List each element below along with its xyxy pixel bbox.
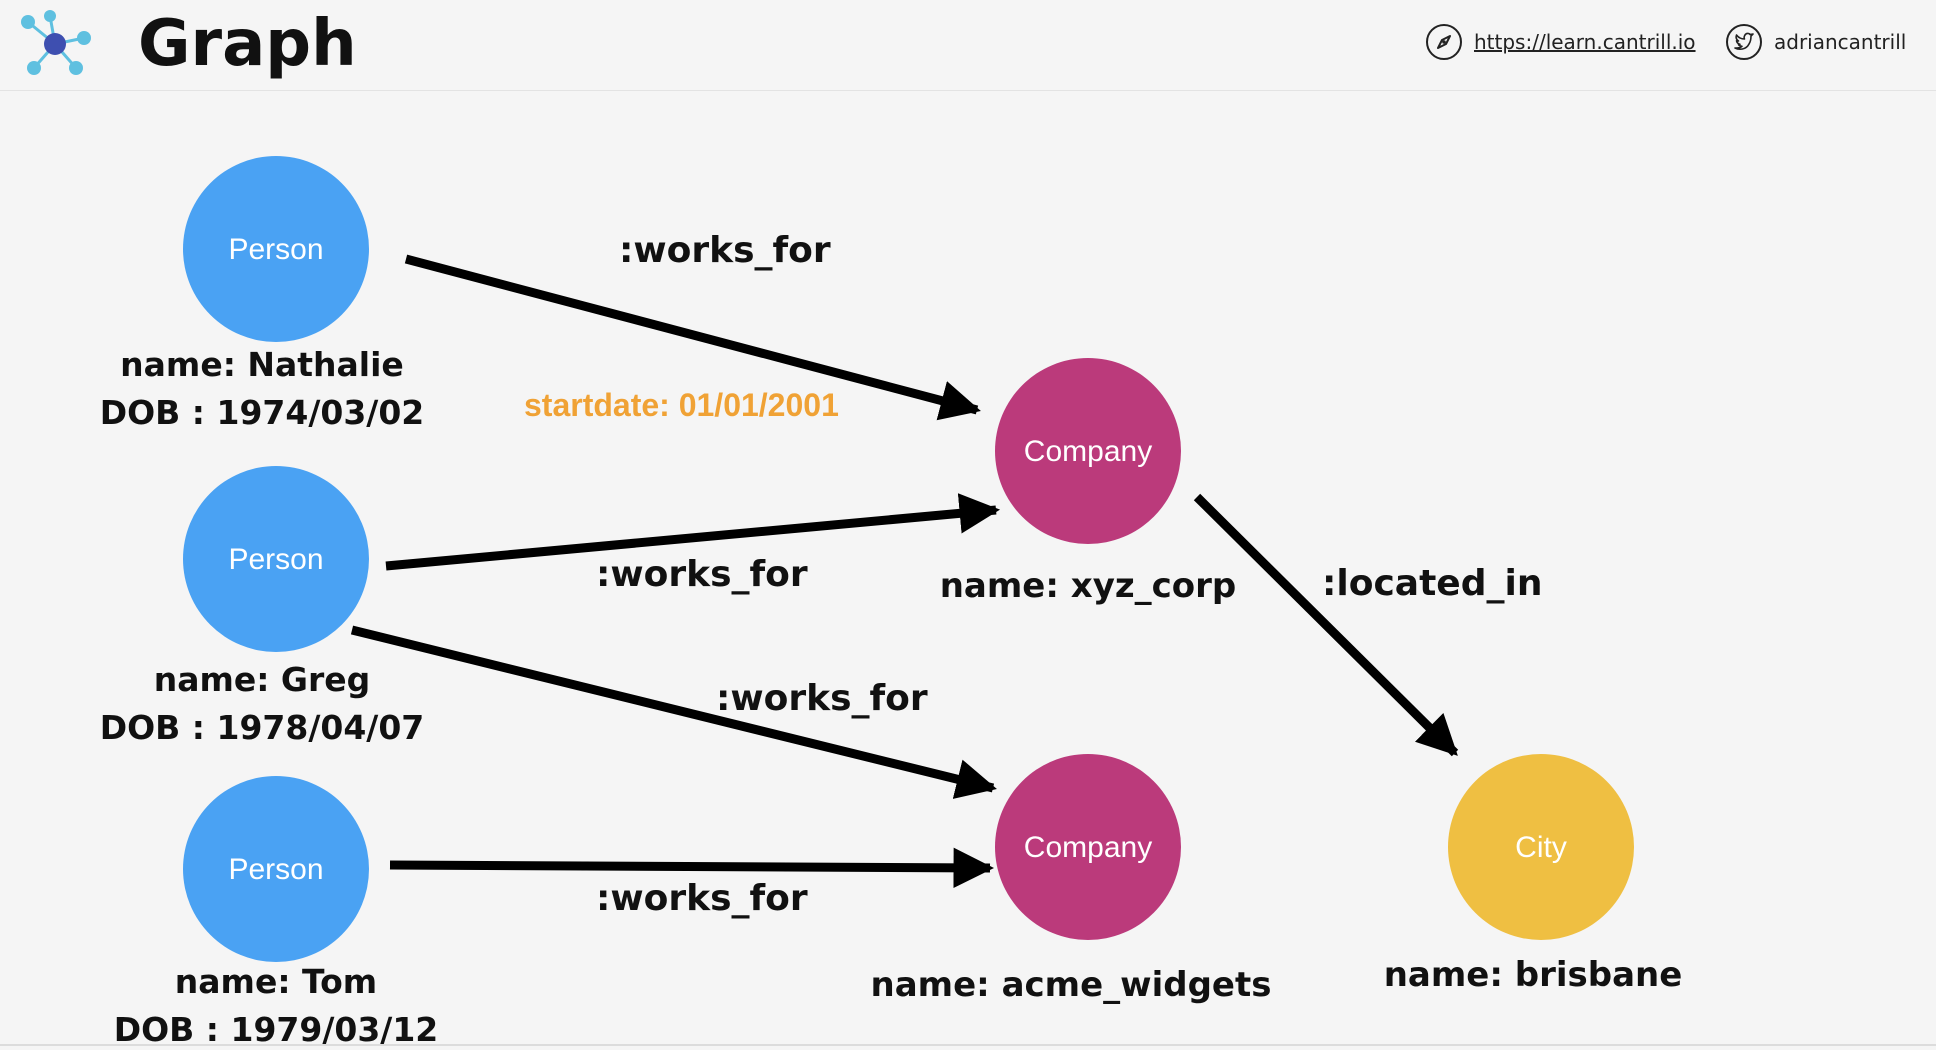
edge-nathalie-xyz — [404, 254, 981, 421]
edge-xyz-brisbane — [1193, 493, 1459, 757]
city-node — [1448, 754, 1634, 940]
site-link[interactable]: https://learn.cantrill.io — [1424, 20, 1696, 64]
edge-label: :located_in — [1322, 563, 1542, 604]
header-bar: Graph https://learn.cantrill.io adrianca… — [0, 0, 1936, 91]
company-node — [995, 754, 1181, 940]
node-type-label: Person — [228, 233, 323, 266]
node-type-label: Company — [1024, 831, 1152, 864]
company-node — [995, 358, 1181, 544]
bottom-divider — [0, 1044, 1936, 1046]
edge-label: :works_for — [619, 230, 831, 271]
node-brisbane: City name: brisbane — [1384, 754, 1683, 995]
page-title: Graph — [138, 7, 357, 81]
node-property: name: Nathalie — [120, 345, 404, 384]
edge-label: :works_for — [716, 678, 928, 719]
person-node — [183, 466, 369, 652]
edge-label: :works_for — [596, 878, 808, 919]
node-nathalie: Person name: Nathalie DOB : 1974/03/02 — [100, 156, 425, 432]
node-xyz-corp: Company name: xyz_corp — [940, 358, 1237, 606]
node-tom: Person name: Tom DOB : 1979/03/12 — [114, 776, 439, 1049]
node-property: name: brisbane — [1384, 955, 1683, 995]
node-greg: Person name: Greg DOB : 1978/04/07 — [100, 466, 425, 747]
compass-icon — [1426, 24, 1462, 60]
node-property: DOB : 1979/03/12 — [114, 1010, 439, 1049]
person-node — [183, 776, 369, 962]
node-property: DOB : 1974/03/02 — [100, 393, 425, 432]
edge-property: startdate: 01/01/2001 — [524, 387, 839, 423]
graph-logo-icon — [21, 10, 91, 75]
twitter-link[interactable]: adriancantrill — [1724, 20, 1906, 64]
edge-labels: :works_for startdate: 01/01/2001 :works_… — [524, 230, 1542, 919]
node-property: name: Tom — [175, 962, 377, 1001]
twitter-icon — [1726, 24, 1762, 60]
node-acme-widgets: Company name: acme_widgets — [871, 754, 1272, 1005]
edge-greg-acme — [350, 625, 997, 799]
node-property: name: Greg — [154, 660, 371, 699]
node-type-label: Person — [228, 543, 323, 576]
edge-greg-xyz — [385, 493, 1001, 571]
node-property: name: xyz_corp — [940, 566, 1237, 606]
edge-label: :works_for — [596, 554, 808, 595]
edge-tom-acme — [389, 847, 995, 889]
node-type-label: Company — [1024, 435, 1152, 468]
node-property: name: acme_widgets — [871, 965, 1272, 1005]
twitter-handle: adriancantrill — [1774, 30, 1907, 54]
edges — [350, 254, 1459, 889]
node-type-label: City — [1515, 831, 1567, 864]
site-link-text[interactable]: https://learn.cantrill.io — [1474, 30, 1696, 54]
person-node — [183, 156, 369, 342]
node-type-label: Person — [228, 853, 323, 886]
node-property: DOB : 1978/04/07 — [100, 708, 425, 747]
